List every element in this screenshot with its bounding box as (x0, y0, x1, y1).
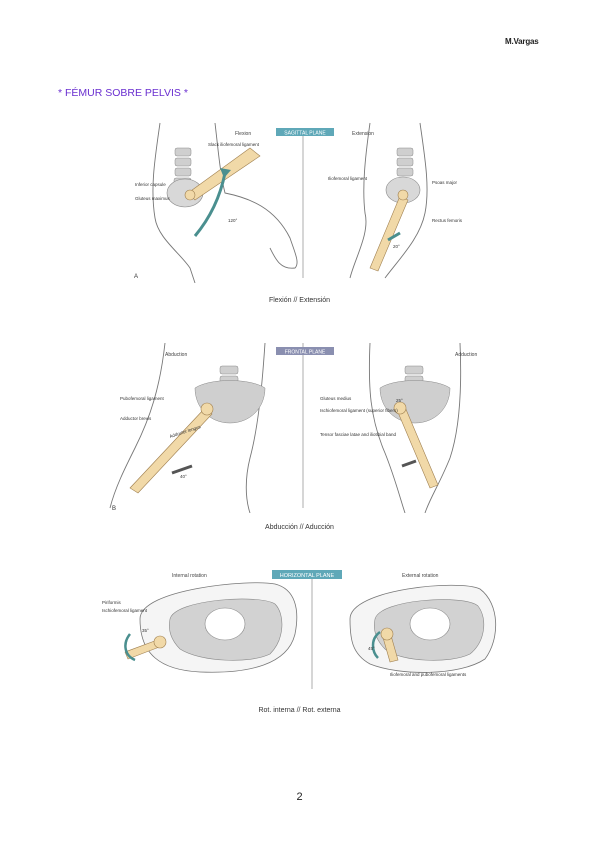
body-outline-left (152, 122, 196, 283)
anatomy-label: Iliofemoral ligament (328, 176, 368, 181)
right-title: External rotation (402, 573, 439, 579)
body-outline-left (109, 342, 166, 509)
figure-caption: Rot. interna // Rot. externa (258, 707, 341, 714)
pelvic-inlet-left (204, 607, 246, 641)
femoral-head-right (393, 401, 407, 415)
anatomy-label: Iliofemoral and pubofemoral ligaments (390, 672, 467, 677)
angle-label: 40° (180, 474, 187, 479)
body-outline-left-2 (245, 342, 266, 513)
section-title: * FÉMUR SOBRE PELVIS * (58, 87, 188, 99)
sagittal-illustration: SAGITTAL PLANE Flexion Extension Slack i… (134, 122, 463, 283)
angle-label: 25° (396, 398, 403, 403)
anatomy-label: Inferior capsule (135, 182, 166, 187)
femur-extended (369, 195, 409, 272)
angle-label: 120° (228, 218, 238, 223)
external-rotation-arrow (371, 630, 381, 659)
pelvis-right (379, 365, 451, 424)
anatomy-label: Adductor brevis (120, 416, 152, 421)
anatomy-label: Psoas major (432, 180, 458, 185)
anatomy-label: Gluteus medius (320, 396, 352, 401)
author-name: M.Vargas (505, 37, 539, 46)
figure-letter: B (112, 506, 116, 512)
left-title: Flexion (235, 131, 251, 137)
anatomy-label: Rectus femoris (432, 218, 463, 223)
anatomy-label: Pubofemoral ligament (120, 396, 165, 401)
plane-badge (276, 128, 334, 136)
femoral-head-right (397, 189, 409, 201)
plane-label: HORIZONTAL PLANE (280, 573, 335, 579)
figure-horizontal-plane: HORIZONTAL PLANE Internal rotation Exter… (100, 564, 500, 694)
anatomy-label: Tensor fasciae latae and iliotibial band (320, 432, 397, 437)
plane-badge (272, 570, 342, 579)
plane-badge (276, 347, 334, 355)
internal-rotation-arrow (124, 633, 136, 662)
femoral-head-right (380, 627, 394, 641)
femoral-head-left (184, 189, 196, 201)
figure-frontal-plane: FRONTAL PLANE Abduction Adduction Pubofe… (100, 338, 500, 513)
angle-label: 45° (368, 646, 375, 651)
left-title: Abduction (165, 352, 187, 358)
figure-sagittal-plane: SAGITTAL PLANE Flexion Extension Slack i… (100, 118, 500, 283)
anatomy-label: Slack iliofemoral ligament (208, 142, 260, 147)
page-number: 2 (296, 791, 303, 803)
body-outline-right (349, 122, 371, 279)
plane-label: SAGITTAL PLANE (284, 131, 326, 137)
body-outline-right (368, 342, 406, 513)
figure-caption: Flexión // Extensión (268, 297, 331, 304)
horizontal-illustration: HORIZONTAL PLANE Internal rotation Exter… (102, 570, 497, 689)
right-title: Extension (352, 131, 374, 137)
angle-label: 35° (142, 628, 149, 633)
pelvic-inlet-right (409, 607, 451, 641)
leg-outline-right (384, 122, 428, 279)
body-outline-right-2 (424, 342, 462, 513)
abduction-arrow (171, 464, 193, 475)
anatomy-label: Ischiofemoral ligament (superior fibers) (320, 408, 398, 413)
right-title: Adduction (455, 352, 477, 358)
extension-arrow (387, 231, 401, 242)
spine-right (396, 147, 414, 177)
anatomy-label: Ischiofemoral ligament (102, 608, 148, 613)
flexion-arrowhead (220, 168, 231, 178)
frontal-illustration: FRONTAL PLANE Abduction Adduction Pubofe… (109, 342, 477, 513)
femoral-head-left (153, 635, 167, 649)
anatomy-label: Piriformis (102, 600, 121, 605)
adduction-arrow (401, 459, 417, 468)
figure-caption: Abducción // Aducción (265, 524, 334, 531)
figure-letter: A (134, 274, 138, 280)
anatomy-label: Gluteus maximus (135, 196, 171, 201)
angle-label: 20° (393, 244, 400, 249)
femoral-head-left (200, 402, 214, 416)
flexion-arrow (193, 172, 227, 237)
left-title: Internal rotation (172, 573, 207, 579)
plane-label: FRONTAL PLANE (285, 350, 326, 356)
